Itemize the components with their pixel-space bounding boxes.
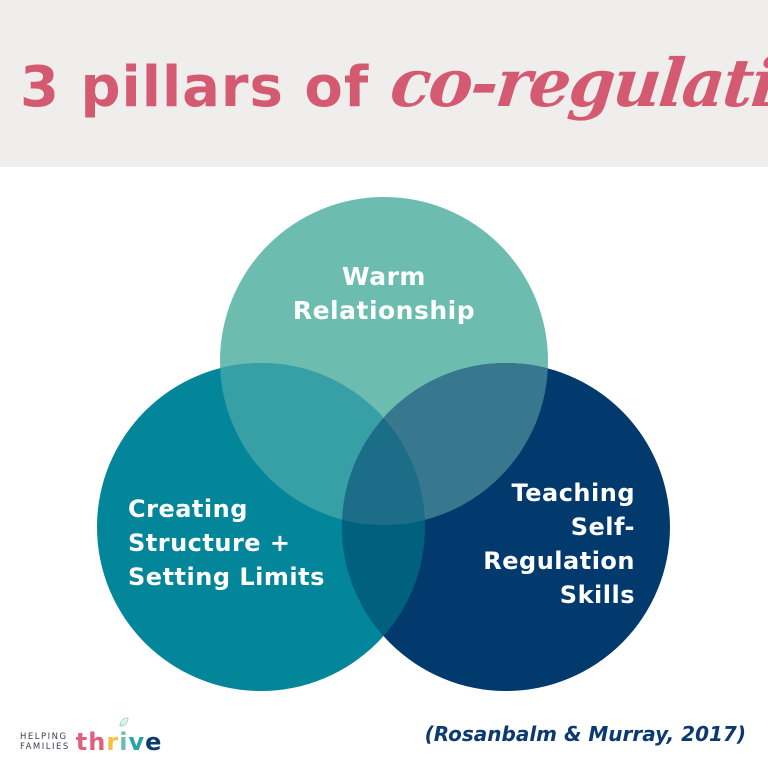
label-line: Regulation — [483, 547, 635, 575]
label-warm-relationship: Warm Relationship — [260, 260, 508, 328]
leaf-icon — [119, 717, 129, 727]
overlap-top-left — [220, 363, 425, 525]
helping-families-thrive-logo: HELPING FAMILIES thrive — [20, 717, 163, 758]
logo-letter: v — [128, 728, 146, 756]
title-plain-text: 3 pillars of — [20, 55, 370, 120]
label-line: Creating — [128, 495, 248, 523]
logo-letter: i — [119, 728, 129, 756]
label-line: Warm — [342, 262, 426, 291]
label-line: Structure + — [128, 529, 291, 557]
logo-letter: r — [106, 728, 120, 756]
citation: (Rosanbalm & Murray, 2017) — [424, 722, 746, 746]
logo-letter: e — [145, 728, 163, 756]
logo-line-families: FAMILIES — [20, 742, 70, 752]
label-line: Setting Limits — [128, 563, 325, 591]
logo-small-text: HELPING FAMILIES — [20, 732, 70, 752]
logo-letter: t — [75, 728, 89, 756]
label-line: Teaching — [511, 479, 635, 507]
logo-line-helping: HELPING — [20, 732, 68, 742]
label-line: Skills — [559, 581, 635, 609]
header-banner: 3 pillars of co-regulation — [0, 0, 768, 167]
page-title: 3 pillars of co-regulation — [20, 44, 768, 154]
logo-letter: h — [88, 728, 107, 756]
label-teaching-self-regulation: Teaching Self- Regulation Skills — [420, 476, 635, 612]
label-line: Relationship — [292, 296, 476, 325]
overlap-top-right — [342, 363, 548, 525]
label-creating-structure: Creating Structure + Setting Limits — [128, 492, 388, 594]
logo-word-thrive: thrive — [75, 717, 163, 756]
label-line: Self- — [570, 513, 635, 541]
